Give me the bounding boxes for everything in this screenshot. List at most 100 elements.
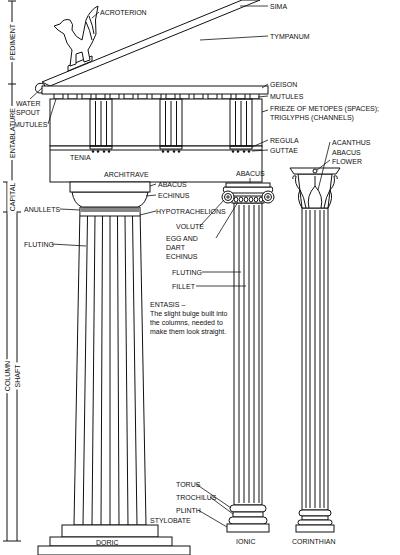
- doric-column: [38, 546, 190, 555]
- part-label: FLUTING: [172, 268, 202, 277]
- ionic-column: [227, 524, 269, 532]
- ionic-column: [229, 517, 267, 524]
- leader-lines: [150, 184, 156, 186]
- guttae-drops: [248, 150, 250, 152]
- guttae-drops: [232, 150, 234, 152]
- guttae-drops: [103, 150, 105, 152]
- part-label: ENTASIS –: [150, 300, 185, 309]
- ionic-column: [265, 194, 272, 201]
- leader-lines: [258, 96, 268, 97]
- leader-lines: [52, 244, 86, 246]
- egg-and-dart: [249, 197, 253, 202]
- leader-lines: [252, 150, 268, 151]
- part-label: EGG AND DART ECHINUS: [166, 234, 218, 261]
- part-label: CORINTHIAN: [292, 537, 336, 546]
- part-label: DORIC: [96, 538, 119, 547]
- part-label: REGULA: [270, 136, 299, 145]
- pediment: [42, 0, 260, 86]
- leader-lines: [198, 510, 227, 527]
- leader-lines: [318, 142, 330, 190]
- part-label: FILLET: [172, 282, 195, 291]
- guttae-drops: [167, 150, 169, 152]
- corinthian-column: [302, 208, 328, 510]
- part-label: STYLOBATE: [150, 516, 191, 525]
- ionic-column: [222, 191, 234, 203]
- entablature: [50, 150, 262, 151]
- pediment: [35, 0, 260, 93]
- ionic-column: [267, 196, 269, 198]
- leader-lines: [216, 202, 238, 238]
- dimension-lines: [3, 1, 21, 541]
- part-label: COLUMN: [3, 359, 12, 393]
- ionic-column: [225, 194, 232, 201]
- corinthian-column: [306, 210, 324, 508]
- guttae-drops: [108, 150, 110, 152]
- doric-column: [80, 209, 140, 216]
- leader-lines: [30, 88, 42, 99]
- part-label: The slight bulge built into the columns,…: [150, 309, 230, 336]
- part-label: FRIEZE OF METOPES (SPACES); TRIGLYPHS (C…: [270, 104, 395, 122]
- part-label: GEISON: [270, 80, 297, 89]
- corinthian-column: [299, 510, 331, 516]
- leader-lines: [48, 99, 56, 124]
- part-label: PLINTH: [176, 506, 201, 515]
- part-label: ABACUS FLOWER: [332, 148, 366, 166]
- part-label: ACANTHUS: [332, 138, 371, 147]
- entablature: [50, 146, 262, 182]
- entablature: [54, 94, 259, 99]
- part-label: TENIA: [70, 153, 91, 162]
- part-label: ANULLETS: [24, 205, 60, 214]
- leader-lines: [92, 12, 99, 18]
- guttae-drops: [162, 150, 164, 152]
- ionic-column: [230, 505, 266, 512]
- pediment: [86, 16, 94, 40]
- part-label: VOLUTE: [176, 222, 204, 231]
- part-label: SHAFT: [13, 363, 22, 390]
- ionic-column: [222, 183, 274, 532]
- egg-and-dart: [239, 197, 243, 202]
- part-label: MUTULES: [14, 120, 47, 129]
- leader-lines: [240, 6, 268, 7]
- entablature: [90, 146, 252, 149]
- part-label: CAPITAL: [8, 181, 17, 214]
- ionic-column: [239, 205, 259, 503]
- part-label: ECHINUS: [158, 191, 190, 200]
- ionic-column: [226, 183, 270, 187]
- ionic-column: [227, 196, 229, 198]
- leader-lines: [250, 178, 251, 183]
- pediment: [54, 6, 98, 66]
- guttae-drops: [92, 150, 250, 152]
- leader-lines: [60, 209, 80, 210]
- leader-lines: [30, 6, 330, 527]
- corinthian-column: [293, 176, 337, 208]
- doric-column: [74, 207, 146, 525]
- part-label: ARCHITRAVE: [104, 170, 149, 179]
- corinthian-column: [302, 516, 328, 520]
- corinthian-column: [290, 168, 340, 532]
- part-label: ACROTERION: [100, 8, 147, 17]
- dimension-lines: [3, 1, 21, 541]
- doric-column: [62, 525, 158, 537]
- leader-lines: [262, 110, 268, 112]
- part-label: TORUS: [176, 480, 200, 489]
- guttae-drops: [173, 150, 175, 152]
- ionic-column: [262, 191, 274, 203]
- guttae-drops: [243, 150, 245, 152]
- ionic-column: [233, 512, 263, 517]
- egg-and-dart: [244, 197, 248, 202]
- egg-and-dart: [254, 197, 258, 202]
- leader-lines: [317, 160, 330, 170]
- leader-lines: [140, 211, 156, 215]
- part-label: MUTULES: [270, 92, 303, 101]
- corinthian-column: [290, 168, 340, 174]
- entablature: [96, 101, 247, 146]
- doric-column: [83, 216, 137, 525]
- part-label: WATER SPOUT: [16, 99, 44, 117]
- leader-lines: [146, 195, 156, 196]
- leader-lines: [262, 84, 268, 88]
- leader-lines: [196, 286, 246, 287]
- corinthian-column: [313, 169, 317, 173]
